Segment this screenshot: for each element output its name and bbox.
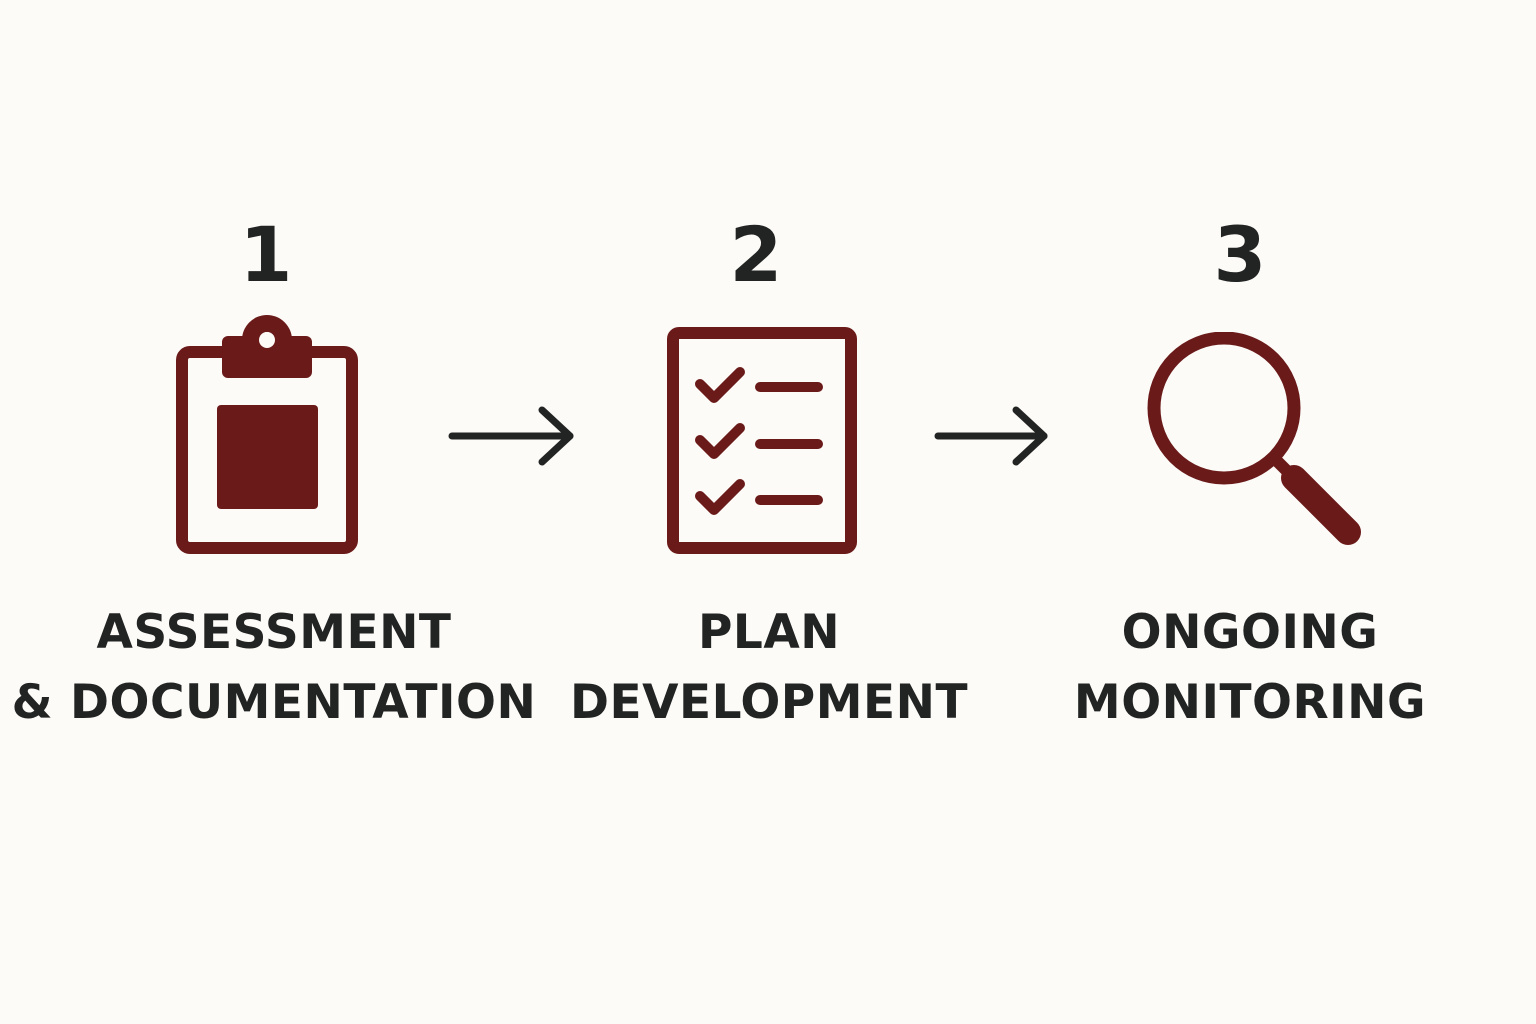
checklist-icon: [667, 327, 857, 554]
arrow-right-icon: [448, 406, 574, 466]
step-label-line1: ONGOING: [1121, 605, 1379, 660]
step-label-line1: ASSESSMENT: [96, 605, 452, 660]
step-label-line2: & DOCUMENTATION: [11, 675, 537, 730]
step-number: 1: [239, 210, 293, 299]
arrow-right-icon: [934, 406, 1048, 466]
step-label-line1: PLAN: [697, 605, 841, 660]
step-number: 3: [1213, 210, 1267, 299]
step-label-line2: MONITORING: [1073, 675, 1427, 730]
step-label: PLAN DEVELOPMENT: [489, 598, 1049, 738]
step-label: ONGOING MONITORING: [970, 598, 1530, 738]
step-label-line2: DEVELOPMENT: [569, 675, 969, 730]
step-number: 2: [729, 210, 783, 299]
clipboard-icon: [176, 315, 358, 554]
magnifying-glass-icon: [1147, 332, 1361, 545]
step-label: ASSESSMENT & DOCUMENTATION: [0, 598, 554, 738]
